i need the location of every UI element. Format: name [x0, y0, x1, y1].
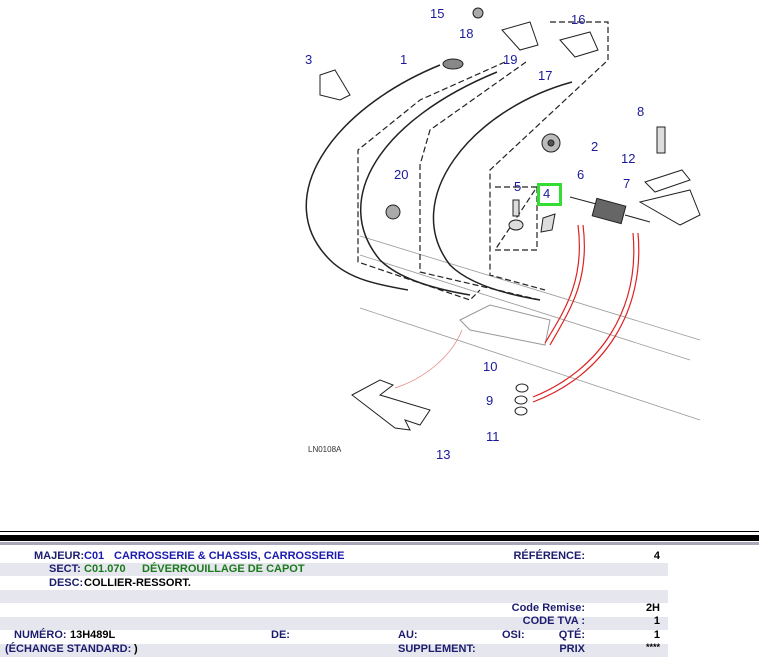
highlight-box	[537, 183, 562, 206]
echange-value: )	[134, 643, 138, 655]
majeur-code: C01	[84, 550, 105, 562]
callout-11[interactable]: 11	[486, 429, 500, 444]
callout-1[interactable]: 1	[400, 52, 408, 67]
callout-20[interactable]: 20	[394, 167, 409, 182]
callout-15[interactable]: 15	[430, 6, 445, 21]
callout-3[interactable]: 3	[305, 52, 313, 67]
osi-label: OSI:	[502, 629, 525, 641]
sect-label: SECT:	[49, 563, 81, 575]
callout-9[interactable]: 9	[486, 393, 494, 408]
callout-16[interactable]: 16	[571, 12, 586, 27]
echange-label: (ÉCHANGE STANDARD:	[5, 643, 132, 655]
reference-label: RÉFÉRENCE:	[513, 550, 585, 562]
callout-8[interactable]: 8	[637, 104, 645, 119]
de-label: DE:	[271, 629, 290, 641]
divider	[0, 535, 759, 541]
divider	[0, 542, 759, 545]
code-tva-value: 1	[653, 615, 660, 627]
callout-5[interactable]: 5	[514, 179, 522, 194]
qte-label: QTÉ:	[558, 629, 585, 641]
sect-text: DÉVERROUILLAGE DE CAPOT	[142, 563, 305, 575]
callout-4[interactable]: 4	[543, 186, 551, 201]
callout-6[interactable]: 6	[577, 167, 585, 182]
code-remise-label: Code Remise:	[511, 602, 585, 614]
code-tva-label: CODE TVA :	[522, 615, 585, 627]
callout-7[interactable]: 7	[623, 176, 631, 191]
numero-value: 13H489L	[70, 629, 116, 641]
callout-18[interactable]: 18	[459, 26, 474, 41]
parts-diagram: 15 16 18 3 1 19 17 8 2 12 20 6 5 4 7 10 …	[305, 6, 701, 462]
majeur-label: MAJEUR:	[34, 550, 85, 562]
callout-12[interactable]: 12	[621, 151, 636, 166]
callout-2[interactable]: 2	[591, 139, 599, 154]
numero-label: NUMÉRO:	[14, 629, 67, 641]
desc-label: DESC:	[49, 577, 84, 589]
divider	[0, 531, 759, 532]
exploded-view-drawing	[305, 7, 701, 431]
majeur-text: CARROSSERIE & CHASSIS, CARROSSERIE	[114, 550, 345, 562]
callout-13[interactable]: 13	[436, 447, 451, 462]
callout-10[interactable]: 10	[483, 359, 498, 374]
diagram-code: LN0108A	[308, 445, 342, 454]
desc-text: COLLIER-RESSORT.	[84, 577, 191, 589]
supplement-label: SUPPLEMENT:	[398, 643, 476, 655]
code-remise-value: 2H	[645, 602, 660, 614]
au-label: AU:	[398, 629, 418, 641]
callout-17[interactable]: 17	[538, 68, 553, 83]
qte-value: 1	[653, 629, 660, 641]
prix-value: ****	[645, 642, 660, 652]
reference-value: 4	[653, 550, 660, 562]
prix-label: PRIX	[559, 643, 585, 655]
sect-code: C01.070	[84, 563, 126, 575]
callout-19[interactable]: 19	[503, 52, 518, 67]
